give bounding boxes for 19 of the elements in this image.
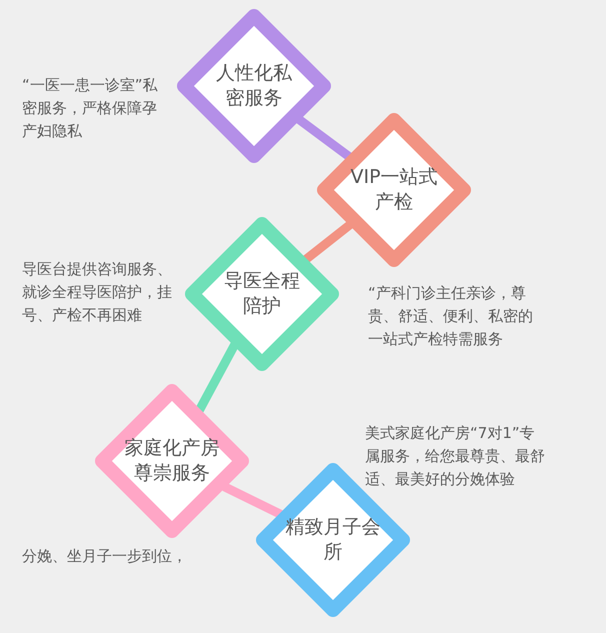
- node-label: 导医全程陪护: [223, 269, 301, 319]
- connector-line: [302, 220, 354, 264]
- description-text: “一医一患一诊室”私密服务，严格保障孕产妇隐私: [22, 75, 159, 142]
- connector-line: [222, 482, 283, 518]
- node-label: 家庭化产房尊崇服务: [124, 436, 220, 486]
- connector-line: [195, 342, 239, 412]
- description-text: “产科门诊主任亲诊，尊贵、舒适、便利、私密的一站式产检特需服务: [368, 283, 534, 350]
- diamond-box: [316, 112, 472, 268]
- description-text: 美式家庭化产房“7对1”专属服务，给您最尊贵、最舒适、最美好的分娩体验: [365, 423, 546, 490]
- node-label: 精致月子会所: [284, 515, 382, 565]
- description-text: 导医台提供咨询服务、就诊全程导医陪护，挂号、产检不再困难: [22, 259, 173, 326]
- node-label: 人性化私密服务: [215, 61, 293, 111]
- node-label: VIP一站式产检: [349, 165, 439, 215]
- diamond-box: [255, 462, 411, 618]
- diamond-box: [176, 8, 332, 164]
- connector-line: [296, 116, 352, 160]
- diamond-box: [184, 216, 340, 372]
- diamond-box: [94, 383, 250, 539]
- description-text: 分娩、坐月子一步到位，: [22, 546, 188, 567]
